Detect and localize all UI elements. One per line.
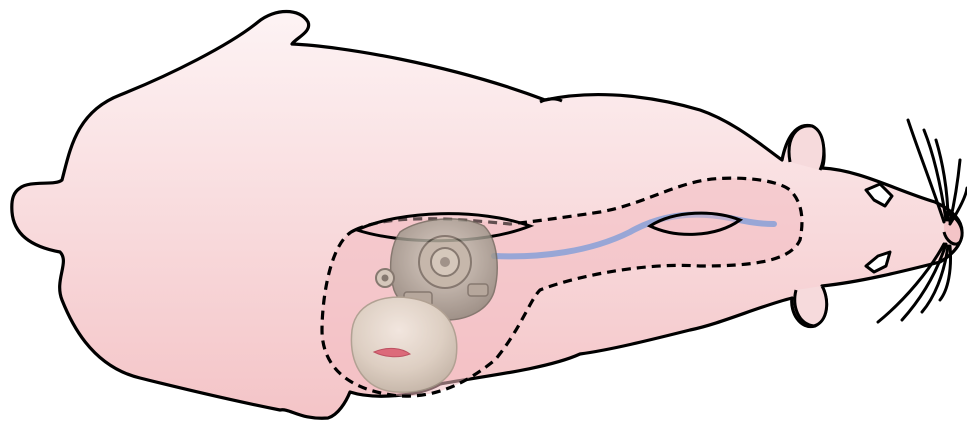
device-reservoir <box>351 297 456 392</box>
